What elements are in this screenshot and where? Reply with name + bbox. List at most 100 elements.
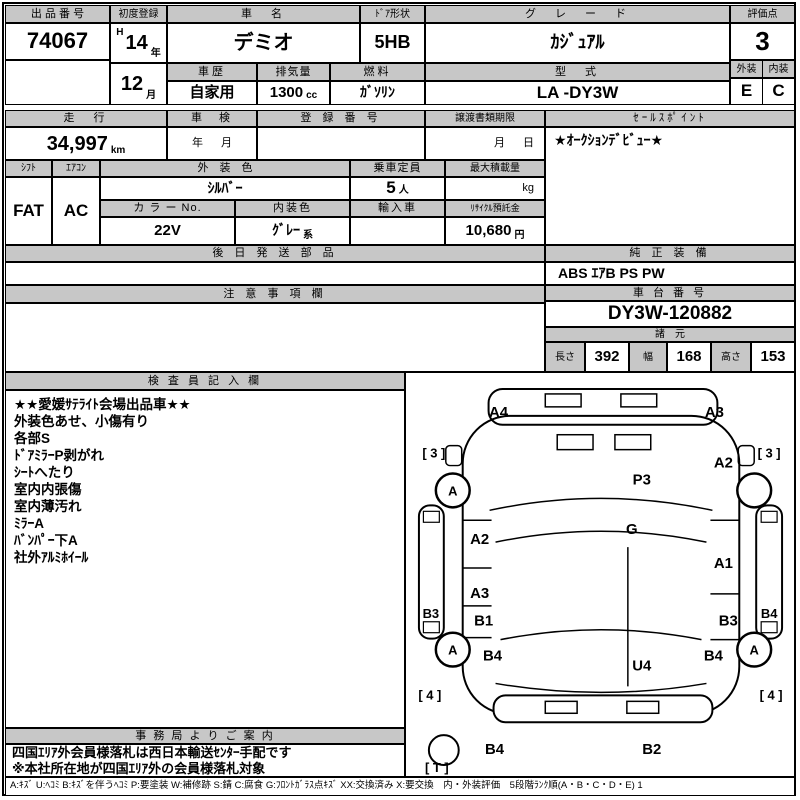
- sales-point-box: ★ｵｰｸｼｮﾝﾃﾞﾋﾞｭｰ★: [545, 127, 795, 245]
- office-notice-box: 四国ｴﾘｱ外会員様落札は西日本輸送ｾﾝﾀｰ手配です ※本社所在地が四国ｴﾘｱ外の…: [5, 744, 405, 777]
- interior-label: 内装: [762, 60, 795, 78]
- auction-no-label: 出 品 番 号: [5, 5, 110, 23]
- grade-label: グ レ ー ド: [425, 5, 730, 23]
- later-parts-label: 後 日 発 送 部 品: [5, 245, 545, 262]
- damage-code-rocker-right: B3: [719, 613, 738, 630]
- max-load-label: 最大積載量: [445, 160, 545, 177]
- import-label: 輸入車: [350, 200, 445, 217]
- damage-code-corner-left: [ 4 ]: [418, 687, 441, 702]
- score-value: 3: [730, 23, 795, 60]
- year-suffix: 年: [150, 48, 161, 59]
- damage-code-quarter-left: B4: [483, 648, 503, 665]
- inspector-box: ★★愛媛ｻﾃﾗｲﾄ会場出品車★★ 外装色あせ、小傷有り 各部S ﾄﾞｱﾐﾗｰP剥…: [5, 390, 405, 728]
- front-bumper-shape: [487, 387, 719, 426]
- length-label: 長さ: [545, 342, 585, 372]
- width-label: 幅: [629, 342, 667, 372]
- door-shape-value: 5HB: [360, 23, 425, 63]
- max-load-value: kg: [445, 177, 545, 200]
- recycle-deposit-value: 10,680 円: [445, 217, 545, 245]
- aircon-value: AC: [52, 177, 100, 245]
- interior-color-suffix: 系: [303, 230, 313, 241]
- interior-grade: C: [762, 78, 795, 105]
- damage-code-door-rear-left: A3: [470, 585, 489, 602]
- inspector-note: 室内薄汚れ: [14, 499, 82, 514]
- color-no-label: カ ラ ー No.: [100, 200, 235, 217]
- transfer-day-suffix: 日: [523, 137, 534, 150]
- inspector-note: ﾄﾞｱﾐﾗｰP剥がれ: [14, 448, 105, 463]
- width-value: 168: [667, 342, 711, 372]
- sill-right-shape: [755, 504, 784, 640]
- damage-code-mirror-left: [ 3 ]: [422, 446, 445, 461]
- capacity-number: 5: [386, 178, 396, 198]
- transfer-month-suffix: 月: [494, 137, 505, 150]
- damage-code-rear-panel: U4: [632, 658, 652, 675]
- auction-no-value: 74067: [5, 23, 110, 60]
- score-label: 評価点: [730, 5, 795, 23]
- displacement-label: 排気量: [257, 63, 330, 81]
- equipment-value: ABS ｴｱB PS PW: [545, 262, 795, 285]
- car-damage-diagram: A4 A3 [ 3 ] [ 3 ] A2 P3 G A2 A1 A3 B1 B3…: [405, 372, 795, 777]
- inspector-note: ﾊﾞﾝﾊﾟｰ下A: [14, 533, 78, 548]
- length-value: 392: [585, 342, 629, 372]
- inspection-label: 車 検: [167, 110, 257, 127]
- rear-window-line: [500, 629, 702, 641]
- office-notice-line: ※本社所在地が四国ｴﾘｱ外の会員様落札対象: [12, 760, 266, 776]
- recycle-unit: 円: [514, 230, 525, 241]
- import-value: [350, 217, 445, 245]
- rear-bumper-shape: [492, 694, 714, 724]
- displacement-unit: cc: [306, 90, 318, 101]
- damage-code-spare: [ T ]: [425, 760, 449, 775]
- inspector-label: 検 査 員 記 入 欄: [5, 372, 405, 390]
- aircon-label: ｴｱｺﾝ: [52, 160, 100, 177]
- inspection-year-suffix: 年: [192, 137, 203, 150]
- exterior-label: 外装: [730, 60, 763, 78]
- damage-code-sill-right: B4: [761, 606, 778, 621]
- shift-label: ｼﾌﾄ: [5, 160, 52, 177]
- mirror-left-shape: [445, 444, 463, 467]
- cowl-left-shape: [556, 433, 594, 451]
- office-notice-label: 事 務 局 よ り ご 案 内: [5, 728, 405, 744]
- windshield-top-line: [489, 497, 713, 512]
- transfer-deadline-label: 譲渡書類期限: [425, 110, 545, 127]
- chassis-no-label: 車 台 番 号: [545, 285, 795, 301]
- sill-left-end: [422, 621, 440, 634]
- model-code-label: 型 式: [425, 63, 730, 81]
- legend-text: A:ｷｽﾞ U:ﾍｺﾐ B:ｷｽﾞを伴うﾍｺﾐ P:要塗装 W:補修跡 S:錆 …: [10, 780, 643, 792]
- reg-year: 14: [125, 32, 148, 54]
- trunk-line: [495, 682, 707, 694]
- car-name-value: デミオ: [167, 23, 360, 63]
- headlight-left-shape: [544, 393, 582, 408]
- capacity-unit: 人: [398, 185, 409, 196]
- damage-code-hood: P3: [633, 471, 651, 488]
- door-shape-label: ﾄﾞｱ形状: [360, 5, 425, 23]
- chassis-no-value: DY3W-120882: [545, 301, 795, 327]
- sill-left-end: [422, 510, 440, 523]
- height-label: 高さ: [711, 342, 751, 372]
- inspector-note: ★★愛媛ｻﾃﾗｲﾄ会場出品車★★: [14, 397, 191, 412]
- legend-bar: A:ｷｽﾞ U:ﾍｺﾐ B:ｷｽﾞを伴うﾍｺﾐ P:要塗装 W:補修跡 S:錆 …: [5, 777, 795, 796]
- mileage-label: 走 行: [5, 110, 167, 127]
- sill-right-end: [760, 510, 778, 523]
- capacity-label: 乗車定員: [350, 160, 445, 177]
- registration-no-label: 登 録 番 号: [257, 110, 425, 127]
- later-parts-box: [5, 262, 545, 285]
- windshield-bottom-line: [495, 530, 707, 543]
- damage-code-door-right: A1: [714, 555, 733, 572]
- caution-label: 注 意 事 項 欄: [5, 285, 545, 303]
- damage-code-mirror-right: [ 3 ]: [758, 446, 781, 461]
- equipment-label: 純 正 装 備: [545, 245, 795, 262]
- inspector-note: ｼｰﾄへたり: [14, 465, 75, 480]
- inspection-month-suffix: 月: [221, 137, 232, 150]
- damage-code-wheel-rear-right: A: [750, 643, 759, 658]
- shift-value: FAT: [5, 177, 52, 245]
- damage-code-front-left: A4: [489, 404, 509, 421]
- damage-code-rear-bumper-left: B4: [485, 741, 505, 758]
- inspector-note: 外装色あせ、小傷有り: [14, 414, 149, 429]
- mirror-right-shape: [737, 444, 755, 467]
- dimensions-label: 諸 元: [545, 327, 795, 342]
- damage-code-rocker-left: B1: [474, 613, 493, 630]
- wheel-front-left-shape: [434, 472, 471, 509]
- displacement-number: 1300: [269, 83, 304, 101]
- first-reg-month: 12 月: [110, 63, 167, 105]
- inspector-note: 各部S: [14, 431, 51, 446]
